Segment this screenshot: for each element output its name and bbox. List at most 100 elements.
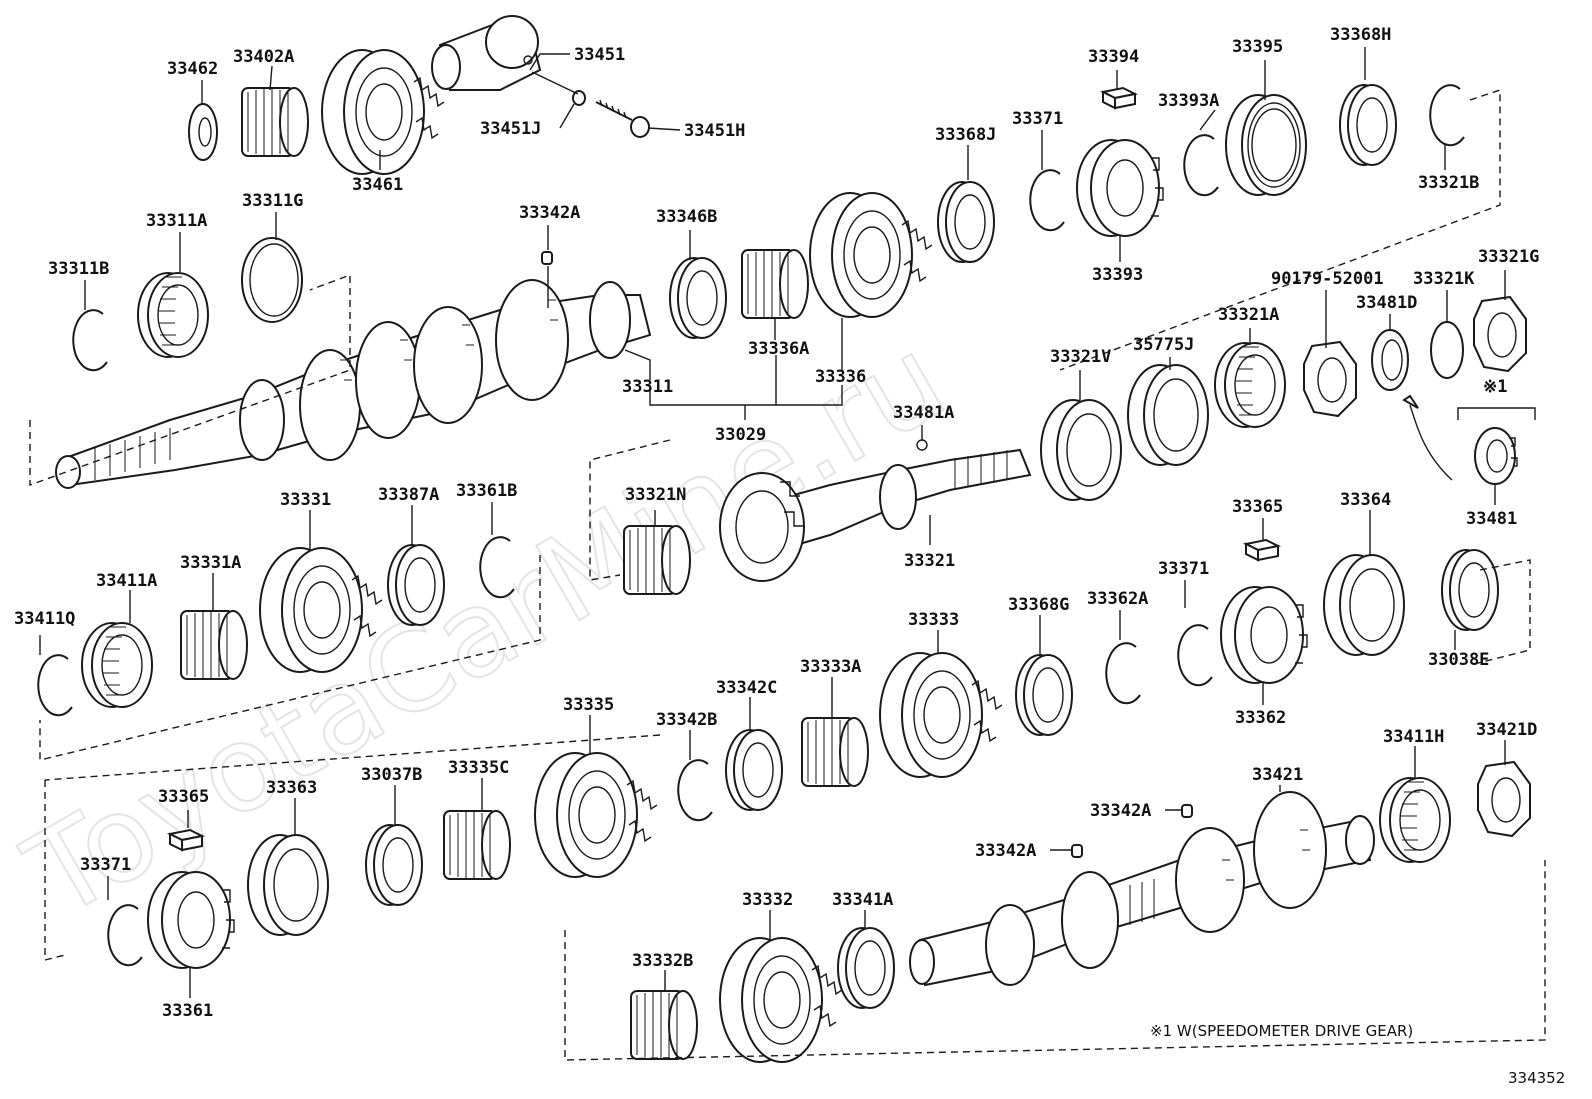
part-33451H-bolt[interactable] [595, 99, 650, 138]
part-33481D-ring[interactable] [1371, 329, 1409, 391]
part-33411A-bearing[interactable] [81, 622, 153, 708]
part-33364-sleeve[interactable] [1323, 554, 1405, 656]
part-33321B-snap-ring[interactable] [1429, 84, 1465, 147]
part-33311-input-shaft[interactable] [55, 279, 652, 489]
part-33481-speedometer-drive-gear[interactable] [1474, 427, 1518, 485]
arrow [1409, 404, 1453, 481]
assembly-outlines [29, 89, 1546, 1061]
part-33421D-nut[interactable] [1477, 761, 1531, 837]
label-33321G: 33321G [1478, 247, 1539, 267]
label-33361: 33361 [162, 1001, 213, 1021]
part-33363-sleeve[interactable] [247, 834, 329, 936]
part-33311B-snap-ring[interactable] [72, 309, 108, 372]
part-33335-gear[interactable] [534, 752, 658, 878]
part-33346B-washer[interactable] [669, 257, 727, 339]
part-33361B-snap-ring[interactable] [479, 536, 515, 599]
label-33411H: 33411H [1383, 727, 1444, 747]
label-33393A: 33393A [1158, 91, 1219, 111]
label-33321K: 33321K [1413, 269, 1475, 289]
part-33368G-synchro-ring[interactable] [1015, 654, 1073, 736]
part-33333A-needle-bearing[interactable] [801, 717, 869, 787]
label-33335: 33335 [563, 695, 614, 715]
label-33336A: 33336A [748, 339, 809, 359]
label-33321: 33321 [904, 551, 955, 571]
part-33362A-snap-ring[interactable] [1105, 642, 1141, 705]
part-33321N-needle-bearing[interactable] [623, 525, 691, 595]
part-33037B-synchro-ring[interactable] [365, 824, 423, 906]
label-33332B: 33332B [632, 951, 693, 971]
label-33368G: 33368G [1008, 595, 1069, 615]
label-33481A: 33481A [893, 403, 954, 423]
part-33321-output-shaft[interactable] [719, 448, 1032, 582]
part-33368H-synchro-ring[interactable] [1339, 84, 1397, 166]
part-35775J-sleeve[interactable] [1127, 364, 1209, 466]
part-33342A-pin-mid[interactable] [1181, 804, 1193, 818]
part-33038E-synchro-ring[interactable] [1441, 549, 1499, 631]
part-33342B-snap-ring[interactable] [677, 759, 713, 822]
part-33411Q-snap-ring[interactable] [37, 654, 73, 717]
part-33333-gear[interactable] [879, 652, 1003, 778]
part-33451J-washer[interactable] [572, 90, 586, 106]
label-33331: 33331 [280, 490, 331, 510]
label-33481D: 33481D [1356, 293, 1417, 313]
part-33311A-bearing[interactable] [137, 272, 209, 358]
part-33331A-needle-bearing[interactable] [180, 610, 248, 680]
part-90179-52001-nut[interactable] [1303, 341, 1357, 417]
part-33393-hub[interactable] [1076, 139, 1164, 237]
label-33462: 33462 [167, 59, 218, 79]
label-33321V: 33321V [1050, 347, 1111, 367]
part-33371-snap-ring-low[interactable] [107, 904, 143, 967]
part-33395-sleeve[interactable] [1225, 94, 1307, 196]
part-33362-hub[interactable] [1220, 586, 1308, 684]
part-33421-counter-shaft[interactable] [909, 791, 1375, 987]
part-33411H-bearing[interactable] [1379, 777, 1451, 863]
label-33387A: 33387A [378, 485, 439, 505]
label-33341A: 33341A [832, 890, 893, 910]
part-33336-gear[interactable] [809, 192, 933, 318]
part-33402A-needle-bearing[interactable] [241, 87, 309, 157]
label-33331A: 33331A [180, 553, 241, 573]
label-33395: 33395 [1232, 37, 1283, 57]
label-33451: 33451 [574, 45, 625, 65]
part-33365-key-mid[interactable] [1245, 539, 1279, 561]
label-33342A-mid: 33342A [1090, 801, 1151, 821]
part-33332B-needle-bearing[interactable] [630, 990, 698, 1060]
part-33393A-snap-ring[interactable] [1183, 134, 1219, 197]
part-33387A-synchro-ring[interactable] [387, 544, 445, 626]
label-33029: 33029 [715, 425, 766, 445]
part-33311G-ring[interactable] [241, 237, 303, 323]
part-33342A-pin-low[interactable] [1071, 844, 1083, 858]
part-33365-key-low[interactable] [169, 829, 203, 851]
leader-lines [39, 47, 1536, 998]
part-33394-key[interactable] [1102, 87, 1136, 109]
part-33462-washer[interactable] [188, 103, 218, 161]
part-33341A-ring[interactable] [837, 927, 895, 1009]
part-33321A-bearing[interactable] [1214, 342, 1286, 428]
label-33362A: 33362A [1087, 589, 1148, 609]
part-33371-snap-ring-mid[interactable] [1177, 624, 1213, 687]
part-33321V-collar[interactable] [1040, 399, 1122, 501]
part-33321G-nut[interactable] [1473, 296, 1527, 372]
part-33321K-ring[interactable] [1430, 321, 1464, 379]
label-35775J: 35775J [1133, 335, 1194, 355]
part-33342A-pin-top[interactable] [541, 251, 553, 265]
label-33451H: 33451H [684, 121, 745, 141]
part-33361-hub[interactable] [147, 871, 235, 969]
part-33332-gear[interactable] [719, 937, 843, 1063]
part-33368J-synchro-ring[interactable] [937, 181, 995, 263]
part-33335C-needle-bearing[interactable] [443, 810, 511, 880]
label-33342C: 33342C [716, 678, 777, 698]
part-33451-shaft-sleeve[interactable] [431, 15, 542, 91]
part-33336A-needle-bearing[interactable] [741, 249, 809, 319]
label-33371-low: 33371 [80, 855, 131, 875]
label-33368J: 33368J [935, 125, 996, 145]
part-33461-gear[interactable] [321, 49, 445, 175]
label-33411A: 33411A [96, 571, 157, 591]
label-90179-52001: 90179-52001 [1271, 269, 1384, 289]
part-33342C-ring[interactable] [725, 729, 783, 811]
part-33371-snap-ring-top[interactable] [1029, 169, 1065, 232]
label-33368H: 33368H [1330, 25, 1391, 45]
label-33393: 33393 [1092, 265, 1143, 285]
label-33342A-low: 33342A [975, 841, 1036, 861]
